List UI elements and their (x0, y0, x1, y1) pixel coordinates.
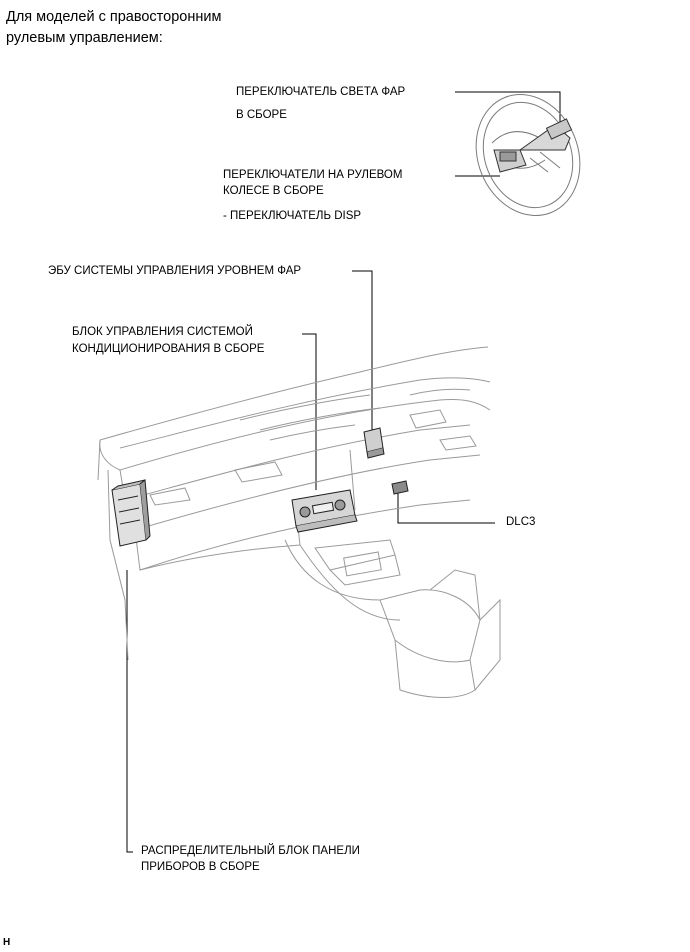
leader-leveling-ecu (352, 270, 373, 432)
label-disp-switch: - ПЕРЕКЛЮЧАТЕЛЬ DISP (223, 210, 362, 222)
leader-ac-control (302, 333, 317, 490)
leader-junction-block (126, 570, 133, 853)
label-ac-control-line2: КОНДИЦИОНИРОВАНИЯ В СБОРЕ (72, 343, 265, 355)
dashboard-illustration (97, 346, 501, 698)
label-wheel-switches-line1: ПЕРЕКЛЮЧАТЕЛИ НА РУЛЕВОМ (223, 169, 403, 181)
label-dlc3: DLC3 (506, 516, 536, 528)
model-note-line1: Для моделей с правосторонним (6, 9, 222, 25)
model-note-line2: рулевым управлением: (6, 30, 163, 46)
leader-dlc3 (397, 492, 495, 524)
label-ac-control-line1: БЛОК УПРАВЛЕНИЯ СИСТЕМОЙ (72, 326, 253, 338)
label-wheel-switches-line2: КОЛЕСЕ В СБОРЕ (223, 185, 324, 197)
junction-block-illustration (111, 479, 151, 547)
label-junction-block-line1: РАСПРЕДЕЛИТЕЛЬНЫЙ БЛОК ПАНЕЛИ (141, 845, 360, 857)
dlc3-illustration (391, 480, 409, 495)
label-leveling-ecu: ЭБУ СИСТЕМЫ УПРАВЛЕНИЯ УРОВНЕМ ФАР (48, 265, 302, 277)
leveling-ecu-illustration (363, 427, 385, 459)
leader-headlight-switch (455, 91, 561, 130)
steering-wheel-illustration (475, 94, 581, 216)
label-headlight-switch-line2: В СБОРЕ (236, 109, 287, 121)
label-junction-block-line2: ПРИБОРОВ В СБОРЕ (141, 861, 260, 873)
ac-control-illustration (291, 489, 358, 533)
figure-code: H (3, 937, 11, 948)
label-headlight-switch-line1: ПЕРЕКЛЮЧАТЕЛЬ СВЕТА ФАР (236, 86, 406, 98)
model-note: Для моделей с правосторонним рулевым упр… (6, 7, 266, 49)
